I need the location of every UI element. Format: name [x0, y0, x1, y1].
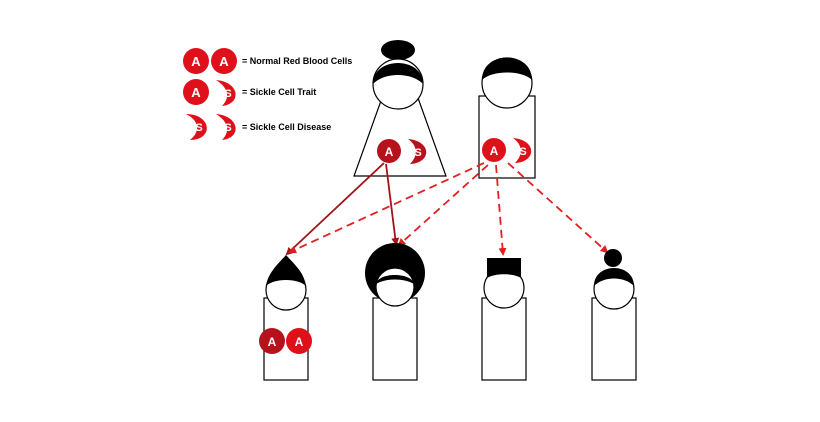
hair-bun-icon	[381, 40, 415, 60]
child-2-figure	[365, 243, 425, 381]
father-hair-icon	[482, 57, 532, 80]
legend-disease-label: = Sickle Cell Disease	[242, 122, 332, 132]
child-2-body	[372, 297, 418, 381]
child-1-figure: A A	[259, 255, 312, 381]
child-4-body	[591, 297, 637, 381]
allele-label: S	[224, 122, 231, 134]
child-1-allele-1: A	[268, 335, 277, 349]
child-4-hair-bun-icon	[604, 249, 622, 267]
child-4-hair-icon	[594, 268, 634, 286]
paternal-arrow-child-4	[507, 162, 609, 254]
allele-label: S	[195, 122, 202, 134]
legend-normal-cells-icon: A A	[183, 48, 237, 74]
sickle-cell-icon	[186, 114, 207, 140]
paternal-arrow-child-3	[495, 164, 507, 256]
legend-normal-label: = Normal Red Blood Cells	[242, 56, 353, 66]
normal-cell-icon	[183, 48, 209, 74]
child-1-cell-maternal-icon	[259, 328, 285, 354]
legend-trait-label: = Sickle Cell Trait	[242, 87, 317, 97]
allele-label: A	[191, 85, 201, 100]
child-1-allele-2: A	[295, 335, 304, 349]
allele-label: A	[219, 54, 229, 69]
maternal-arrow-child-2	[385, 163, 400, 246]
child-2-head	[375, 267, 415, 307]
father-allele-2: S	[519, 146, 526, 158]
legend-trait-cells-icon: A S	[183, 79, 236, 106]
normal-cell-icon	[211, 48, 237, 74]
child-1-hair-icon	[266, 255, 306, 286]
legend-disease-cells-icon: S S	[186, 114, 236, 140]
mother-figure: A S	[353, 40, 447, 177]
legend: A A A S S S	[183, 48, 237, 140]
inheritance-arrows	[285, 162, 609, 256]
sickle-cell-icon	[216, 80, 236, 106]
normal-cell-icon	[183, 79, 209, 105]
mother-allele-1: A	[385, 145, 394, 159]
father-figure: A S	[478, 57, 536, 179]
father-cell-normal-icon	[482, 138, 506, 162]
maternal-arrow-child-1	[285, 162, 385, 256]
mother-cell-sickle-icon	[408, 139, 427, 164]
child-1-cell-paternal-icon	[286, 328, 312, 354]
mother-hair-icon	[373, 63, 423, 84]
father-cell-sickle-icon	[513, 138, 532, 163]
allele-label: A	[191, 54, 201, 69]
child-3-figure	[481, 258, 527, 381]
child-3-flat-top-hair-icon	[487, 258, 521, 278]
mother-body	[353, 97, 447, 177]
father-allele-1: A	[490, 144, 499, 158]
child-2-fringe-icon	[376, 275, 414, 284]
sickle-cell-icon	[216, 114, 236, 140]
child-4-figure	[591, 249, 637, 381]
paternal-arrow-child-2	[397, 164, 489, 247]
allele-label: S	[224, 88, 231, 100]
mother-allele-2: S	[414, 147, 421, 159]
paternal-arrow-child-1	[288, 162, 485, 254]
mother-cell-normal-icon	[377, 139, 401, 163]
child-3-body	[481, 297, 527, 381]
